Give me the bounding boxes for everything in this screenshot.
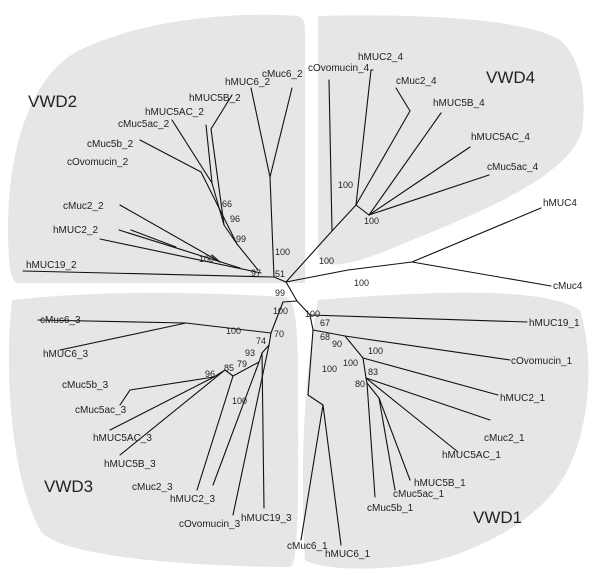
leaf-label: cMuc4 [553, 281, 583, 292]
bootstrap-value: 68 [320, 332, 330, 342]
vwd3-region [8, 292, 299, 567]
leaf-label: cMuc5ac_1 [393, 489, 445, 500]
leaf-label: hMUC5AC_1 [442, 450, 501, 461]
leaf-label: cMuc6_2 [262, 69, 303, 80]
leaf-label: hMUC5B_1 [414, 478, 466, 489]
leaf-label: hMUC2_3 [170, 494, 215, 505]
bootstrap-value: 67 [320, 318, 330, 328]
leaf-label: cMuc5b_3 [62, 380, 109, 391]
bootstrap-value: 74 [256, 336, 266, 346]
vwd1-branches [296, 300, 528, 546]
leaf-label: hMUC2_2 [53, 225, 98, 236]
bootstrap-value: 100 [354, 278, 369, 288]
bootstrap-value: 90 [332, 339, 342, 349]
leaf-label: cMuc5b_1 [367, 503, 414, 514]
leaf-label: hMUC4 [543, 198, 577, 209]
leaf-label: cMuc6_1 [287, 541, 328, 552]
root-branch [282, 300, 298, 303]
bootstrap-value: 100 [319, 256, 334, 266]
leaf-label: cMuc2_4 [396, 76, 437, 87]
bootstrap-value: 100 [273, 306, 288, 316]
vwd4-branches [285, 69, 552, 287]
leaf-label: cOvomucin_3 [179, 519, 241, 530]
bootstrap-value: 100 [226, 326, 241, 336]
leaf-label: cOvomucin_2 [67, 157, 129, 168]
leaf-label: hMUC19_1 [529, 318, 580, 329]
bootstrap-value: 100 [199, 254, 214, 264]
leaf-label: cMuc5ac_2 [118, 119, 170, 130]
root-branch [273, 276, 287, 283]
bootstrap-value: 100 [322, 364, 337, 374]
bootstrap-value: 100 [275, 247, 290, 257]
vwd2-branches [22, 87, 293, 278]
leaf-label: hMUC5B_2 [189, 93, 241, 104]
leaf-label: hMUC5AC_3 [93, 433, 152, 444]
leaf-label: hMUC5B_3 [104, 459, 156, 470]
bootstrap-value: 96 [230, 214, 240, 224]
leaf-label: hMUC19_3 [241, 513, 292, 524]
bootstrap-value: 97 [251, 268, 261, 278]
root-branch [285, 281, 298, 302]
clade-label-vwd3: VWD3 [44, 477, 93, 496]
bootstrap-value: 51 [275, 269, 285, 279]
leaf-label: cMuc2_2 [63, 201, 104, 212]
clade-label-vwd2: VWD2 [28, 92, 77, 111]
leaf-label: hMUC5AC_2 [145, 107, 204, 118]
vwd4-region [318, 15, 584, 265]
leaf-label: cOvomucin_4 [308, 63, 370, 74]
bootstrap-value: 99 [275, 288, 285, 298]
leaf-label: hMUC6_1 [325, 549, 370, 560]
leaf-label: cMuc2_3 [132, 482, 173, 493]
bootstrap-value: 100 [232, 396, 247, 406]
bootstrap-value: 79 [237, 359, 247, 369]
bootstrap-value: 96 [205, 369, 215, 379]
leaf-label: hMUC5B_4 [433, 98, 485, 109]
leaf-label: hMUC6_3 [43, 349, 88, 360]
leaf-label: cMuc5ac_3 [75, 405, 127, 416]
bootstrap-value: 99 [236, 234, 246, 244]
bootstrap-value: 100 [368, 346, 383, 356]
vwd3-branches [37, 301, 284, 516]
bootstrap-value: 66 [222, 199, 232, 209]
leaf-label: cMuc5b_2 [87, 139, 134, 150]
clade-label-vwd1: VWD1 [473, 508, 522, 527]
leaf-label: hMUC6_2 [225, 77, 270, 88]
leaf-label: cOvomucin_1 [511, 356, 573, 367]
bootstrap-value: 93 [245, 348, 255, 358]
leaf-label: hMUC2_4 [358, 52, 403, 63]
leaf-label: hMUC2_1 [500, 393, 545, 404]
bootstrap-value: 100 [338, 180, 353, 190]
bootstrap-value: 83 [368, 367, 378, 377]
leaf-label: cMuc5ac_4 [487, 162, 539, 173]
bootstrap-value: 80 [355, 379, 365, 389]
clade-label-vwd4: VWD4 [486, 68, 535, 87]
bootstrap-value: 85 [224, 363, 234, 373]
vwd1-region [302, 292, 589, 569]
leaf-label: cMuc6_3 [40, 315, 81, 326]
bootstrap-value: 70 [274, 329, 284, 339]
leaf-label: hMUC5AC_4 [471, 132, 530, 143]
leaf-label: hMUC19_2 [26, 260, 77, 271]
bootstrap-value: 100 [343, 358, 358, 368]
bootstrap-value: 100 [364, 216, 379, 226]
bootstrap-value: 100 [305, 309, 320, 319]
leaf-label: cMuc2_1 [484, 433, 525, 444]
